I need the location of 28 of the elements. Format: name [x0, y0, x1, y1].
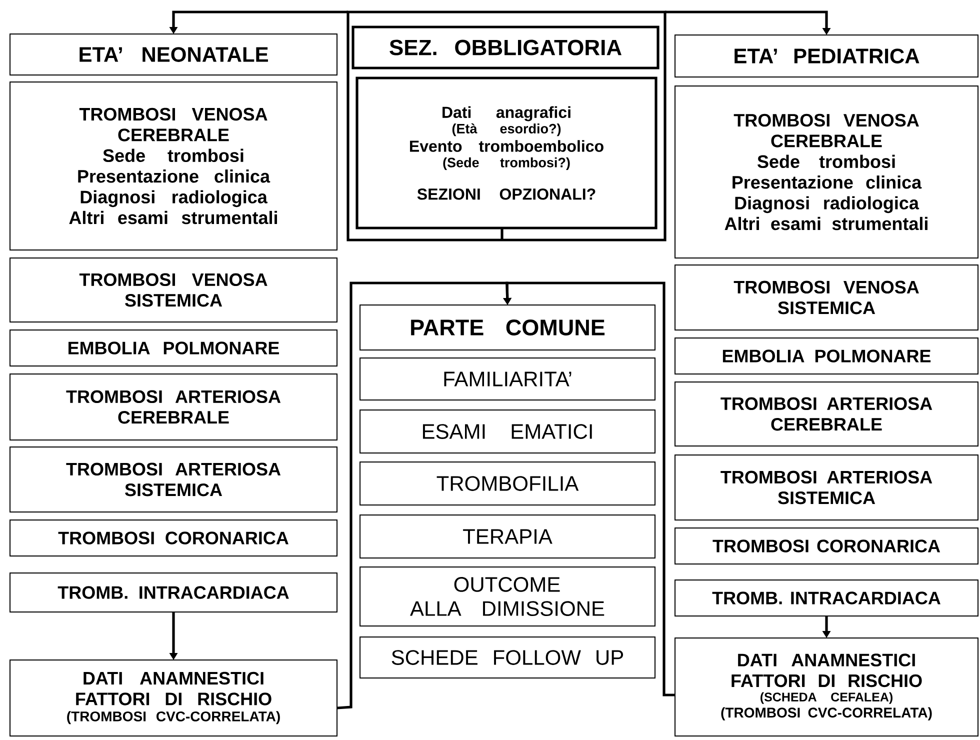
section-header: ETA’ NEONATALE: [10, 34, 338, 76]
section-frame: [346, 10, 666, 242]
topic-box: TROMBOSI VENOSA CEREBRALE Sede trombosi Presentazione clinica Diagnosi radiologica Altri esami strumentali: [10, 82, 338, 250]
topic-box: TROMBOSI VENOSA SISTEMICA: [674, 264, 978, 330]
item-box: SCHEDE FOLLOW UP: [360, 636, 656, 678]
section-header: PARTE COMUNE: [360, 304, 656, 350]
topic-box: TROMBOSI ARTERIOSA CEREBRALE: [674, 382, 978, 446]
topic-box: TROMBOSI VENOSA CEREBRALE Sede trombosi Presentazione clinica Diagnosi radiologica Altri esami strumentali: [674, 86, 978, 258]
section-header: SEZ. OBBLIGATORIA: [352, 26, 660, 70]
topic-box: TROMB. INTRACARDIACA: [10, 572, 338, 612]
topic-box: EMBOLIA POLMONARE: [674, 338, 978, 374]
section-header: ETA’ PEDIATRICA: [674, 34, 978, 78]
topic-box: EMBOLIA POLMONARE: [10, 330, 338, 366]
topic-box: TROMBOSI ARTERIOSA SISTEMICA: [10, 446, 338, 512]
risk-factor-box: DATI ANAMNESTICI FATTORI DI RISCHIO (TROMBOSI CVC-CORRELATA): [10, 660, 338, 736]
topic-box: TROMBOSI VENOSA SISTEMICA: [10, 258, 338, 322]
topic-box: TROMBOSI CORONARICA: [674, 528, 978, 564]
topic-box: TROMBOSI CORONARICA: [10, 520, 338, 556]
item-box: TERAPIA: [360, 514, 656, 558]
item-box: FAMILIARITA’: [360, 358, 656, 400]
item-box: TROMBOFILIA: [360, 462, 656, 506]
item-box: ESAMI EMATICI: [360, 410, 656, 454]
risk-factor-box: DATI ANAMNESTICI FATTORI DI RISCHIO (SCHEDA CEFALEA) (TROMBOSI CVC-CORRELATA): [674, 638, 978, 736]
mandatory-box: Dati anagrafici (Età esordio?) Evento tromboembolico (Sede trombosi?) SEZIONI OPZIONALI?: [356, 76, 658, 230]
item-box: OUTCOME ALLA DIMISSIONE: [360, 566, 656, 626]
topic-box: TROMBOSI ARTERIOSA CEREBRALE: [10, 374, 338, 440]
topic-box: TROMBOSI ARTERIOSA SISTEMICA: [674, 454, 978, 520]
topic-box: TROMB. INTRACARDIACA: [674, 580, 978, 616]
